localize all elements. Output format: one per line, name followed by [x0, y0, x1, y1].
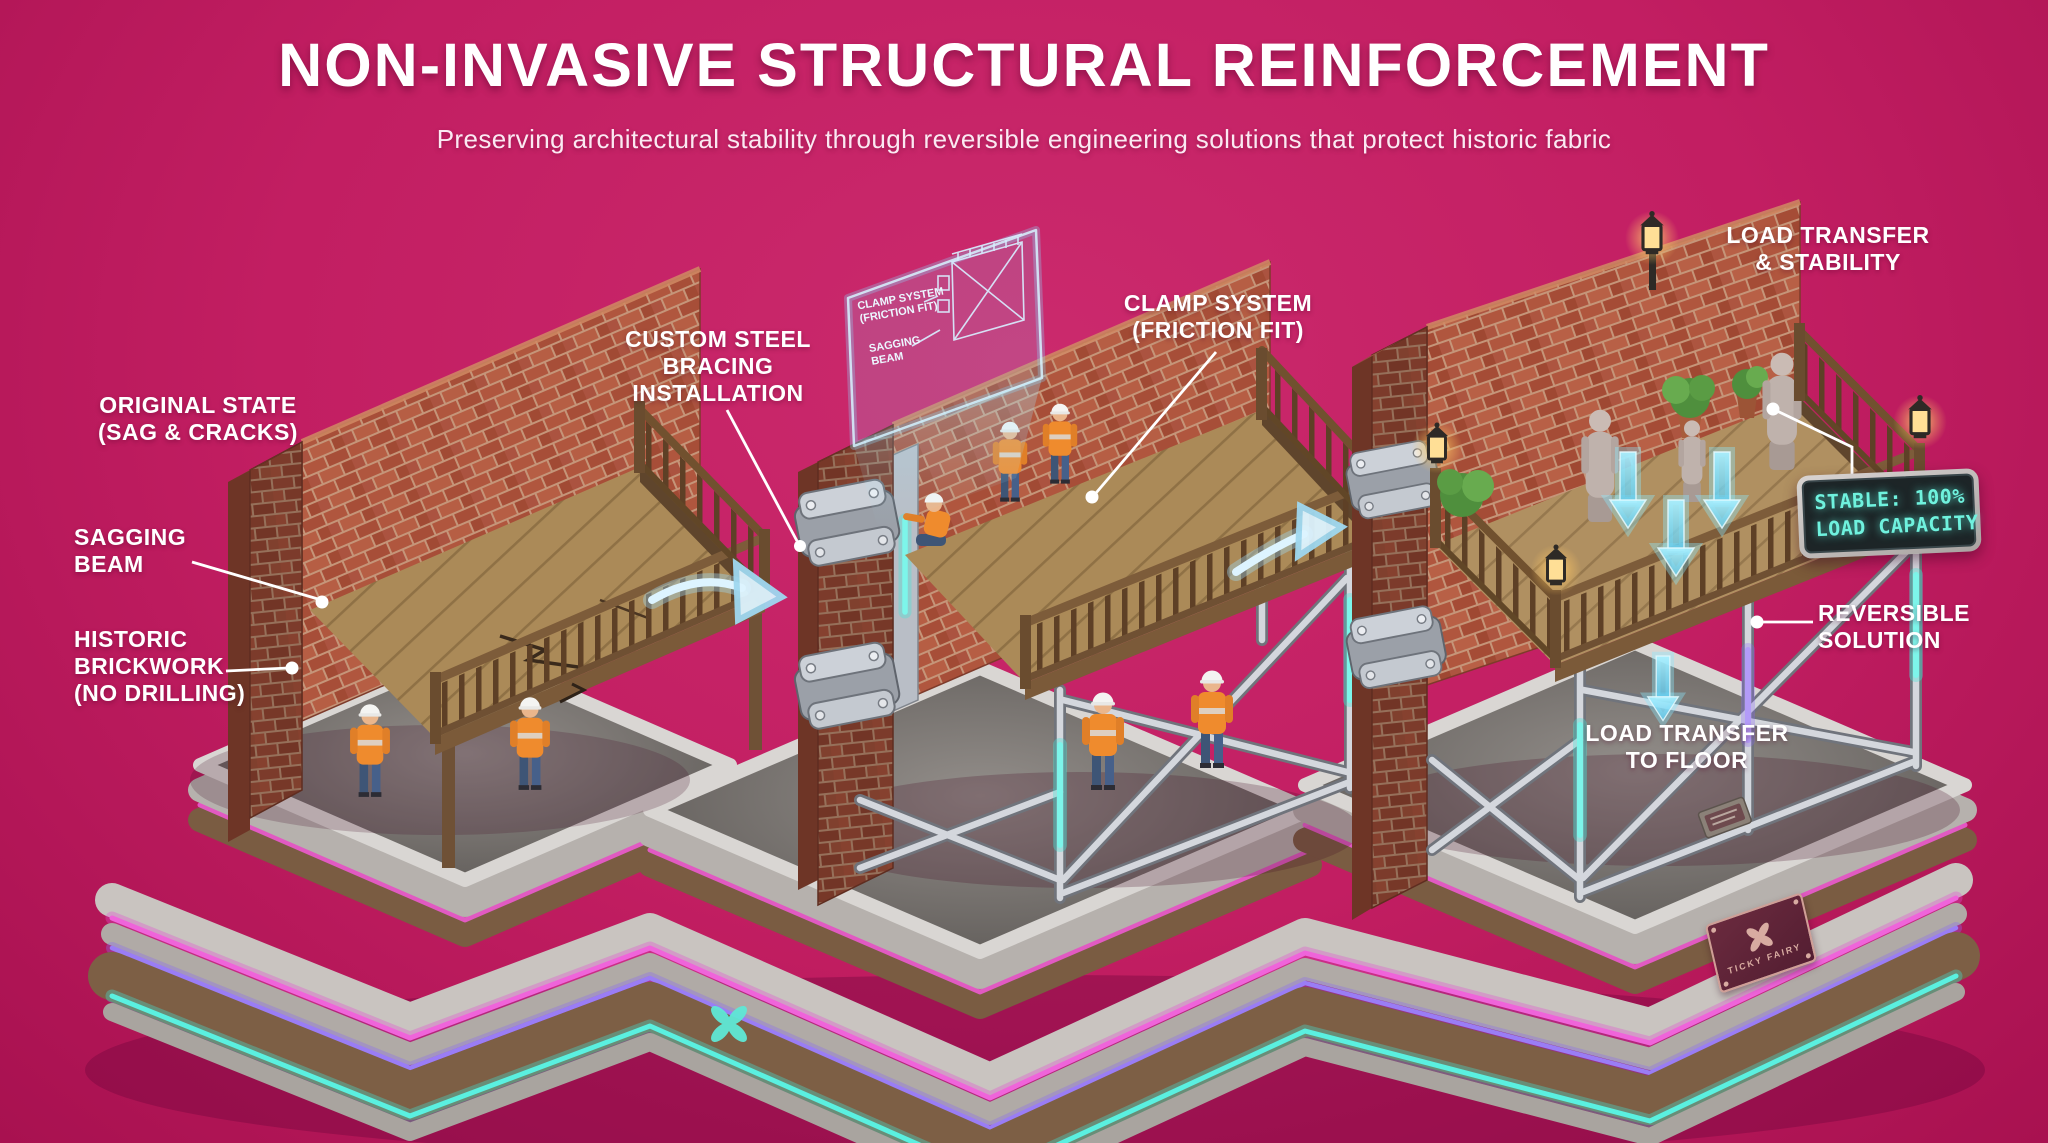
stage3-completed	[1341, 199, 1960, 920]
label-load-transfer-floor: LOAD TRANSFER TO FLOOR	[1585, 720, 1789, 773]
stage1-original-state	[190, 266, 770, 868]
transition-arrows	[643, 501, 1348, 625]
zigzag-base	[88, 863, 1980, 1143]
stage2-railing	[1020, 346, 1387, 689]
worker-ground-right	[1191, 670, 1233, 768]
label-sagging-beam: SAGGING BEAM	[74, 524, 187, 577]
wall-lamp	[1623, 209, 1681, 267]
page-subtitle: Preserving architectural stability throu…	[436, 124, 1612, 154]
leader-lines	[191, 351, 1854, 675]
capacity-display: STABLE: 100% LOAD CAPACITY	[1796, 468, 1982, 559]
label-load-transfer-stability: LOAD TRANSFER & STABILITY	[1726, 222, 1930, 275]
stage2-deck	[905, 410, 1382, 700]
railing-lantern-mid	[1529, 543, 1583, 597]
stage2-installation	[789, 259, 1387, 907]
label-reversible-solution: REVERSIBLE SOLUTION	[1818, 600, 1970, 653]
label-clamp-system: CLAMP SYSTEM (FRICTION FIT)	[1123, 290, 1313, 343]
clover-logo	[711, 1006, 747, 1042]
glow-tubes	[1573, 568, 1923, 842]
holo-beam-label-2: BEAM	[870, 350, 904, 367]
label-custom-steel: CUSTOM STEEL BRACING INSTALLATION	[625, 326, 811, 406]
stage1-brick-column-side	[228, 470, 250, 842]
stage3-steel-truss	[1426, 516, 1923, 903]
railing-lantern-right	[1891, 393, 1949, 451]
platform-stage3	[1293, 636, 1977, 994]
brand-plaque: TICKY FAIRY	[1704, 892, 1818, 994]
page-title: NON-INVASIVE STRUCTURAL REINFORCEMENT	[278, 31, 1770, 99]
potted-plants	[1662, 366, 1768, 438]
small-plaque	[1697, 796, 1752, 839]
label-historic-brickwork: HISTORIC BRICKWORK (NO DRILLING)	[74, 626, 246, 706]
label-original-state: ORIGINAL STATE (SAG & CRACKS)	[98, 392, 298, 445]
display-line-2: LOAD CAPACITY	[1815, 510, 1980, 542]
brand-flower-icon	[1746, 922, 1773, 952]
stage1-brick-column	[249, 440, 303, 820]
hologram-blueprint: CLAMP SYSTEM (FRICTION FIT) SAGGING BEAM	[844, 226, 1046, 528]
railing-lantern-left	[1410, 421, 1464, 475]
